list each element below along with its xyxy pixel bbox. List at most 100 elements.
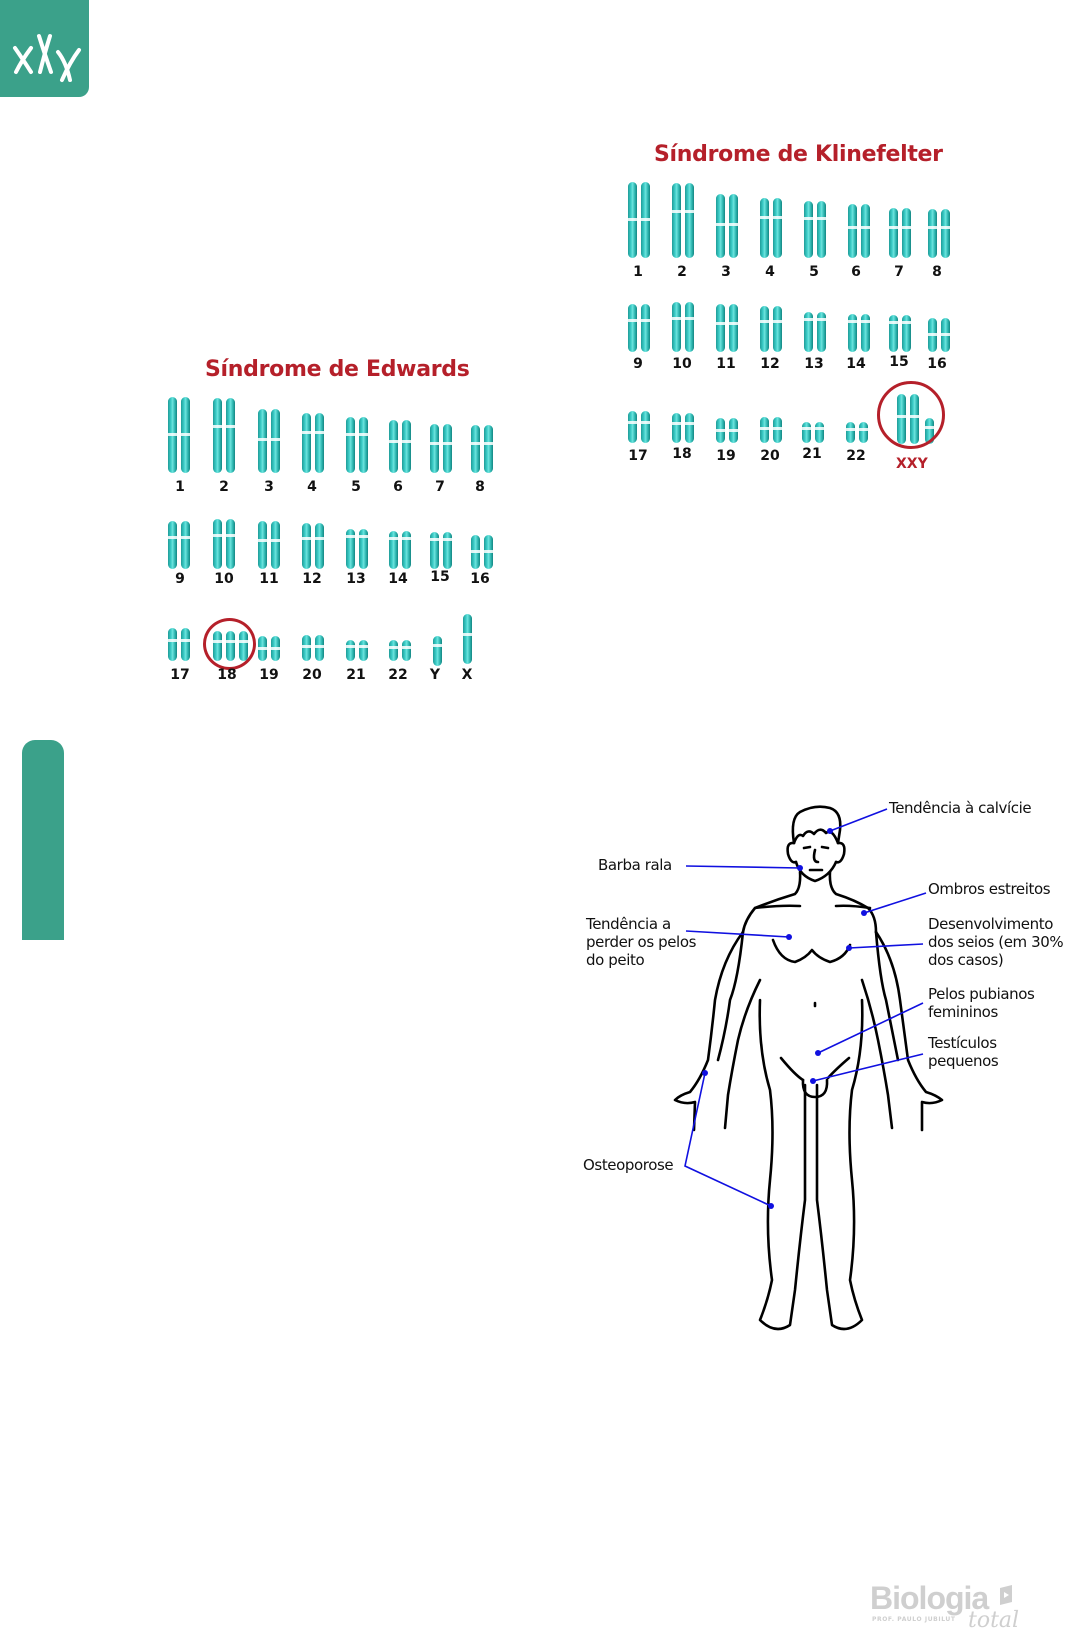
callout-text: Tendência a xyxy=(586,915,671,933)
chromosome-pair-5 xyxy=(345,417,369,473)
callout-seios: Desenvolvimento dos seios (em 30% dos ca… xyxy=(928,915,1064,969)
chromosome-pair-6 xyxy=(847,204,871,258)
chromosome-pair-7 xyxy=(429,424,453,473)
chromosome-label: X xyxy=(461,667,473,683)
chromosome-pair-8 xyxy=(927,209,951,258)
callout-text: Barba rala xyxy=(598,856,672,874)
chromosome-label: 10 xyxy=(672,356,692,372)
chromosome-label: 21 xyxy=(802,446,822,462)
chromosome-y xyxy=(432,636,443,666)
chromosome-pair-5 xyxy=(803,201,827,258)
chromosome-pair-14 xyxy=(388,531,412,569)
chromosome-label: 13 xyxy=(346,571,366,587)
chromosome-pair-3 xyxy=(257,409,281,473)
edwards-title: Síndrome de Edwards xyxy=(205,357,470,382)
chromosome-label: 12 xyxy=(760,356,780,372)
chromosome-pair-4 xyxy=(759,198,783,258)
chromosome-pair-18 xyxy=(671,413,695,443)
chromosome-pair-6 xyxy=(388,420,412,473)
chromosome-pair-17 xyxy=(627,411,651,443)
callout-text: dos seios (em 30% xyxy=(928,933,1064,951)
chromosome-pair-21 xyxy=(345,640,369,661)
chromosome-pair-2 xyxy=(671,183,695,258)
chromosome-label: 1 xyxy=(633,264,643,280)
chromosome-pair-1 xyxy=(627,182,651,258)
callout-pelos-peito: Tendência a perder os pelos do peito xyxy=(586,915,696,969)
chromosome-label: 6 xyxy=(851,264,861,280)
chromosome-label: 15 xyxy=(430,569,450,585)
chromosome-pair-13 xyxy=(803,312,827,352)
callout-text: do peito xyxy=(586,951,645,969)
chromosome-pair-19 xyxy=(257,636,281,661)
chromosome-pair-12 xyxy=(301,523,325,569)
chromosome-pair-8 xyxy=(470,425,494,473)
chromosome-pair-16 xyxy=(927,318,951,352)
chromosome-label: 4 xyxy=(307,479,317,495)
chromosome-pair-11 xyxy=(715,304,739,352)
chromosome-label: 10 xyxy=(214,571,234,587)
highlight-circle-xxy xyxy=(877,381,945,449)
callout-text: femininos xyxy=(928,1003,998,1021)
chromosome-label: 14 xyxy=(846,356,866,372)
chromosome-label: 20 xyxy=(302,667,322,683)
chromosome-pair-12 xyxy=(759,306,783,352)
chromosome-pair-10 xyxy=(212,519,236,569)
chromosomes-xxy-icon xyxy=(13,34,81,82)
callout-ombros: Ombros estreitos xyxy=(928,880,1051,898)
corner-tab xyxy=(0,0,89,97)
chromosome-label: Y xyxy=(429,667,441,683)
chromosome-label: 14 xyxy=(388,571,408,587)
chromosome-label: 18 xyxy=(217,667,237,683)
chromosome-pair-20 xyxy=(759,417,783,443)
chromosome-label: 12 xyxy=(302,571,322,587)
chromosome-label: 5 xyxy=(809,264,819,280)
callout-calvicie: Tendência à calvície xyxy=(889,799,1032,817)
chromosome-label: 6 xyxy=(393,479,403,495)
callout-text: pequenos xyxy=(928,1052,999,1070)
chromosome-pair-4 xyxy=(301,413,325,473)
chromosome-label: 18 xyxy=(672,446,692,462)
chromosome-label: 17 xyxy=(628,448,648,464)
chromosome-pair-15 xyxy=(888,315,912,352)
chromosome-label: 22 xyxy=(388,667,408,683)
callout-text: Pelos pubianos xyxy=(928,985,1035,1003)
chromosome-pair-19 xyxy=(715,418,739,443)
chromosome-label: 8 xyxy=(475,479,485,495)
chromosome-label: 2 xyxy=(219,479,229,495)
callout-text: Tendência à calvície xyxy=(889,799,1032,817)
chromosome-pair-13 xyxy=(345,529,369,569)
chromosome-label: 15 xyxy=(889,354,909,370)
chromosome-label: 17 xyxy=(170,667,190,683)
callout-text: Ombros estreitos xyxy=(928,880,1051,898)
chromosome-pair-1 xyxy=(167,397,191,473)
chromosome-label: 11 xyxy=(259,571,279,587)
chromosome-pair-11 xyxy=(257,521,281,569)
chromosome-label: 22 xyxy=(846,448,866,464)
logo-script-text: total xyxy=(968,1608,1020,1633)
chromosome-label: 16 xyxy=(470,571,490,587)
chromosome-pair-3 xyxy=(715,194,739,258)
chromosome-pair-16 xyxy=(470,535,494,569)
logo-subtitle: PROF. PAULO JUBILUT xyxy=(872,1616,956,1623)
chromosome-pair-10 xyxy=(671,302,695,352)
callout-barba: Barba rala xyxy=(598,856,672,874)
logo-main-text: Biologia xyxy=(870,1580,989,1616)
chromosome-label: 20 xyxy=(760,448,780,464)
side-tab xyxy=(22,740,64,940)
chromosome-label: 7 xyxy=(894,264,904,280)
biologia-total-logo: Biologia PROF. PAULO JUBILUT total xyxy=(870,1580,1019,1633)
callout-text: Osteoporose xyxy=(583,1156,674,1174)
chromosome-label: 9 xyxy=(175,571,185,587)
chromosome-pair-15 xyxy=(429,532,453,569)
chromosome-pair-9 xyxy=(167,521,191,569)
chromosome-label: 13 xyxy=(804,356,824,372)
chromosome-pair-2 xyxy=(212,398,236,473)
klinefelter-title: Síndrome de Klinefelter xyxy=(654,142,943,167)
chromosome-label: 4 xyxy=(765,264,775,280)
chromosome-pair-7 xyxy=(888,208,912,258)
chromosome-label: 5 xyxy=(351,479,361,495)
highlight-circle-18 xyxy=(203,618,256,670)
chromosome-pair-14 xyxy=(847,314,871,352)
callout-text: dos casos) xyxy=(928,951,1004,969)
chromosome-label: 9 xyxy=(633,356,643,372)
